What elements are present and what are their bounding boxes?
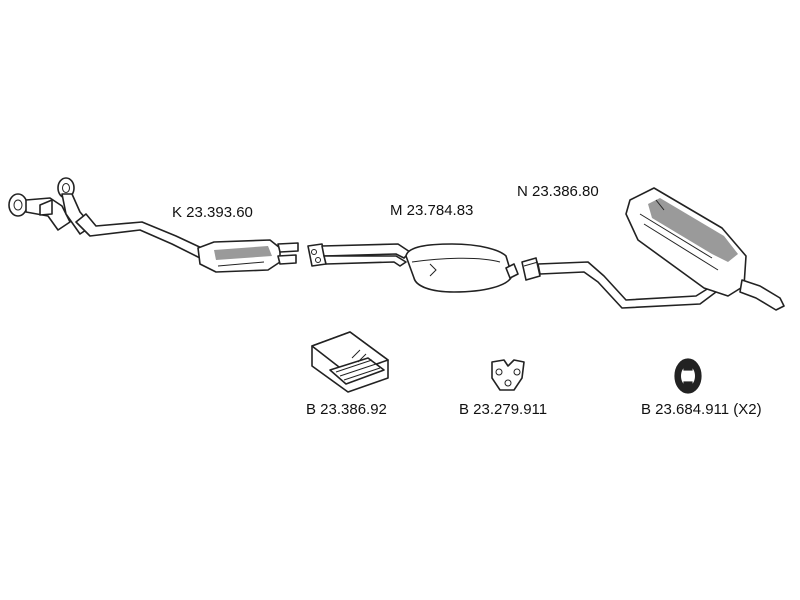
part-code-rubber-ring-mount: B 23.684.911 (X2)	[641, 401, 762, 418]
part-code-catalytic-section: K 23.393.60	[172, 204, 253, 221]
rubber-mount-drawing	[491, 359, 525, 391]
part-code-middle-silencer: M 23.784.83	[390, 202, 473, 219]
rear-silencer-drawing	[521, 187, 785, 311]
part-code-mounting-kit: B 23.386.92	[306, 401, 387, 418]
middle-silencer-drawing	[307, 243, 519, 293]
part-code-rubber-mount: B 23.279.911	[459, 401, 547, 418]
catalytic-converter-pipe-drawing	[8, 177, 299, 273]
rubber-ring-mount-drawing	[674, 358, 702, 394]
mounting-kit-drawing	[311, 331, 389, 393]
part-code-rear-silencer: N 23.386.80	[517, 183, 599, 200]
